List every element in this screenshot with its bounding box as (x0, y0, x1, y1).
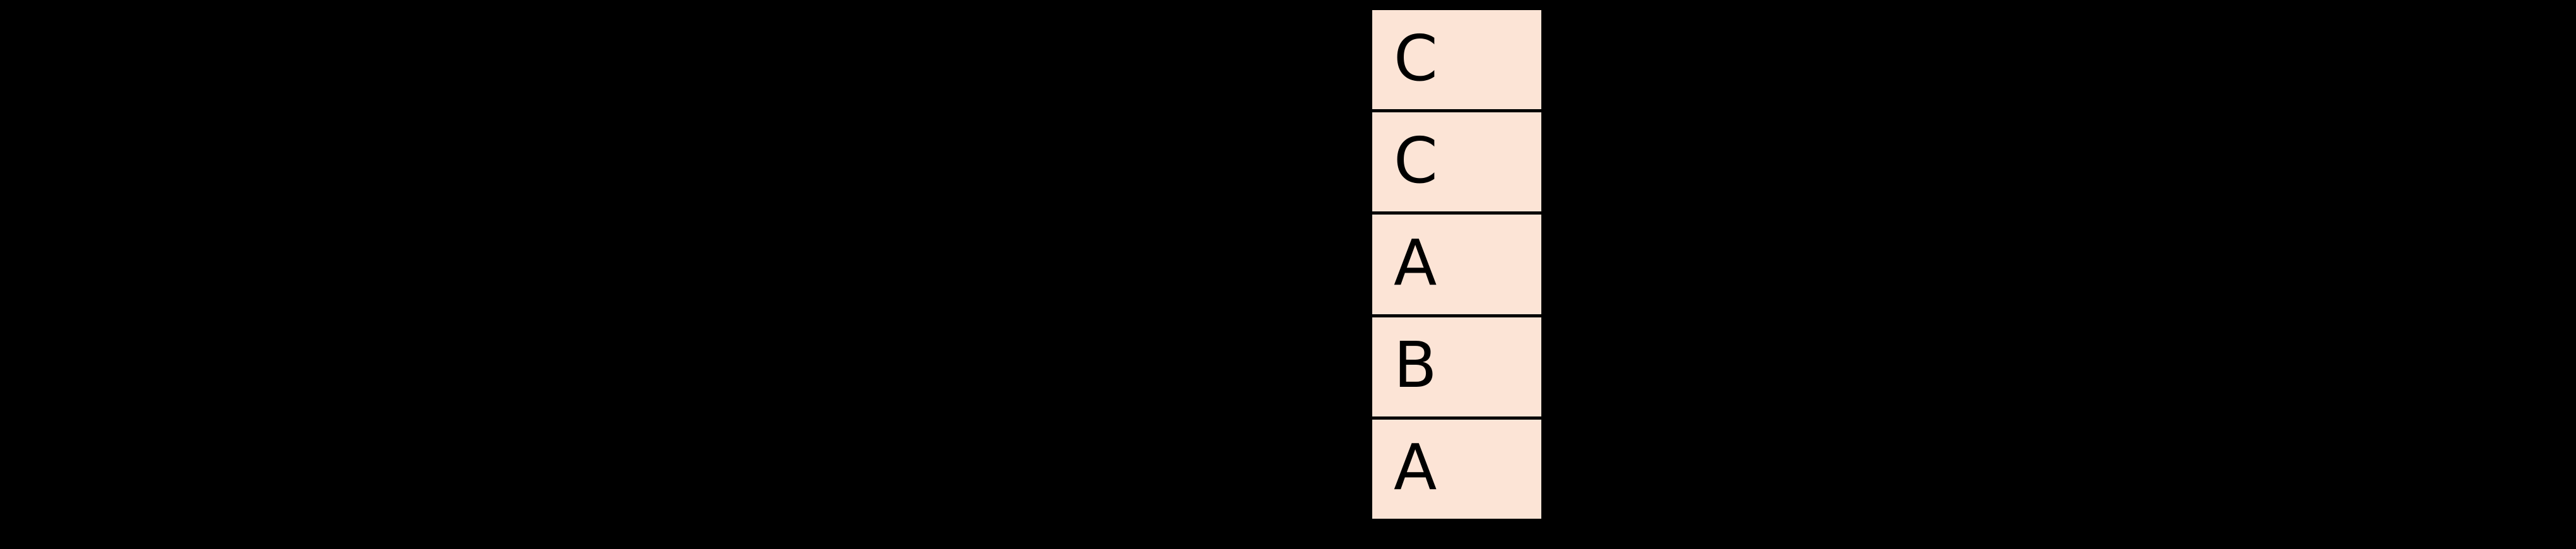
array-cell: C (1372, 10, 1541, 113)
array-cell: A (1372, 419, 1541, 519)
array-cell: A (1372, 215, 1541, 317)
cell-label: C (1394, 123, 1438, 198)
array-cell: B (1372, 317, 1541, 420)
cell-label: A (1394, 226, 1437, 300)
cell-label: B (1394, 328, 1437, 403)
cell-label: A (1394, 430, 1437, 505)
cell-column: C C A B A (1372, 10, 1541, 519)
array-cell: C (1372, 112, 1541, 215)
cell-label: C (1394, 21, 1438, 95)
